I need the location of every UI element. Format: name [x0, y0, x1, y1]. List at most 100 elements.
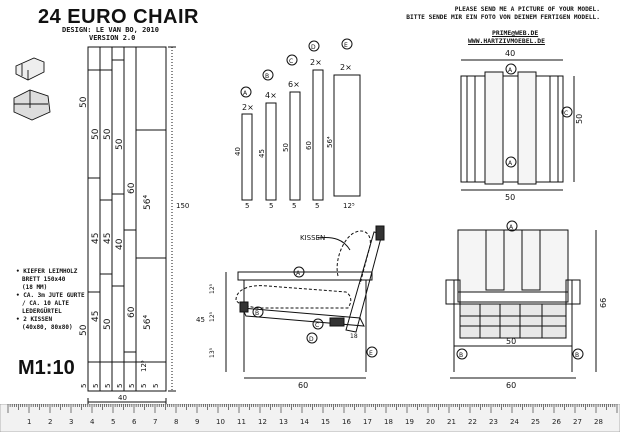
part-d-letter: D [311, 44, 316, 51]
top-letter: A [508, 67, 513, 74]
board-part-label: 50 [79, 324, 89, 336]
ruler-number: 8 [174, 418, 178, 426]
ruler-number: 11 [237, 418, 246, 426]
side-dim: 45 [196, 316, 205, 324]
part-b-count: 4× [265, 91, 277, 100]
ruler-number: 5 [111, 418, 115, 426]
board-strip-label: 5 [92, 384, 100, 388]
ruler-number: 24 [510, 418, 519, 426]
material-line: / CA. 10 ALTE [22, 300, 69, 307]
contact-block: PRIME@WEB.DE WWW.HARTZIVMOEBEL.DE [468, 29, 545, 45]
part-c-length: 50 [282, 143, 290, 152]
material-line: • KIEFER LEIMHOLZ [16, 268, 78, 275]
side-letter: C [315, 322, 319, 329]
ruler-number: 13 [279, 418, 288, 426]
part-c-count: 6× [288, 80, 300, 89]
design-credit: DESIGN: LE VAN BO, 2010 [62, 26, 159, 34]
ruler-number: 27 [573, 418, 582, 426]
part-a-width: 5 [245, 202, 249, 210]
ruler-number: 16 [342, 418, 351, 426]
part-c-letter: C [289, 58, 293, 65]
board-part-label: 50 [103, 318, 113, 330]
side-dim: 18 [350, 333, 358, 340]
board-part-label: 45 [91, 233, 101, 244]
ruler-number: 12 [258, 418, 267, 426]
scale-label: M1:10 [18, 357, 75, 379]
board-cutting-plan [87, 46, 176, 404]
chair-thumbnail [13, 57, 51, 121]
part-e-count: 2× [340, 63, 352, 72]
front-letter: B [575, 352, 579, 359]
ruler-number: 7 [153, 418, 157, 426]
parts-list [240, 38, 361, 201]
side-view [225, 225, 385, 379]
part-a-length: 40 [234, 147, 242, 156]
ruler-number: 6 [132, 418, 137, 426]
side-dim: 60 [298, 381, 308, 390]
ruler-number: 18 [384, 418, 393, 426]
ruler-number: 10 [216, 418, 225, 426]
ruler-number: 2 [48, 418, 52, 426]
front-width-inner: 50 [506, 337, 516, 346]
side-dim: 13⁵ [209, 347, 216, 358]
kissen-label: KISSEN [300, 234, 325, 242]
ruler-number: 17 [363, 418, 372, 426]
part-a-letter: A [243, 90, 248, 97]
top-view [460, 59, 575, 191]
part-e-letter: E [344, 42, 348, 49]
side-dim: 12⁵ [209, 283, 216, 294]
part-c-width: 5 [292, 202, 296, 210]
email-link[interactable]: PRIME@WEB.DE [492, 29, 539, 37]
side-letter: E [369, 350, 373, 357]
board-strip-label: 5 [128, 384, 136, 388]
part-d-count: 2× [310, 58, 322, 67]
ruler-number: 19 [405, 418, 414, 426]
material-line: • 2 KISSEN [16, 316, 53, 323]
material-line: (18 MM) [22, 284, 48, 291]
board-part-label: 50 [103, 128, 113, 140]
version-label: VERSION 2.0 [89, 34, 136, 42]
side-letter: B [255, 310, 259, 317]
side-letter: A [296, 270, 301, 277]
material-line: LEDERGÜRTEL [22, 308, 62, 315]
ruler-number: 28 [594, 418, 603, 426]
board-width-label: 40 [118, 394, 127, 402]
part-e-width: 12⁵ [343, 202, 355, 210]
board-part-label: 60 [127, 306, 137, 318]
front-view [445, 220, 597, 379]
part-b-letter: B [265, 73, 269, 80]
request-line-en: PLEASE SEND ME A PICTURE OF YOUR MODEL. [454, 6, 600, 13]
photo-request: PLEASE SEND ME A PICTURE OF YOUR MODEL. … [406, 6, 600, 22]
board-strip-label: 5 [80, 384, 88, 388]
top-letter: C [564, 110, 568, 117]
ruler-number: 3 [69, 418, 73, 426]
top-letter: A [508, 160, 513, 167]
board-part-label: 60 [127, 182, 137, 194]
board-part-label: 50 [79, 96, 89, 108]
board-part-label: 50 [91, 128, 101, 140]
part-b-width: 5 [269, 202, 273, 210]
board-height-label: 150 [176, 202, 189, 210]
board-strip-label: 5 [140, 384, 148, 388]
board-strip-label: 12⁵ [140, 360, 148, 372]
board-part-label: 45 [103, 233, 113, 244]
board-strip-label: 5 [116, 384, 124, 388]
ruler-number: 4 [90, 418, 95, 426]
ruler-number: 15 [321, 418, 330, 426]
ruler-number: 1 [27, 418, 31, 426]
part-e-length: 56⁴ [326, 136, 334, 148]
part-a-count: 2× [242, 103, 254, 112]
board-part-label: 50 [115, 138, 125, 150]
part-d-length: 60 [305, 141, 313, 150]
ruler-number: 21 [447, 418, 456, 426]
material-line: BRETT 150x40 [22, 276, 66, 283]
material-line: (40x80, 80x80) [22, 324, 73, 331]
top-width-bottom: 50 [505, 193, 515, 202]
ruler-number: 14 [300, 418, 309, 426]
part-d-width: 5 [315, 202, 319, 210]
front-height: 66 [599, 298, 608, 308]
ruler-number: 25 [531, 418, 540, 426]
board-part-label: 56⁴ [143, 315, 153, 330]
website-link[interactable]: WWW.HARTZIVMOEBEL.DE [468, 37, 545, 45]
